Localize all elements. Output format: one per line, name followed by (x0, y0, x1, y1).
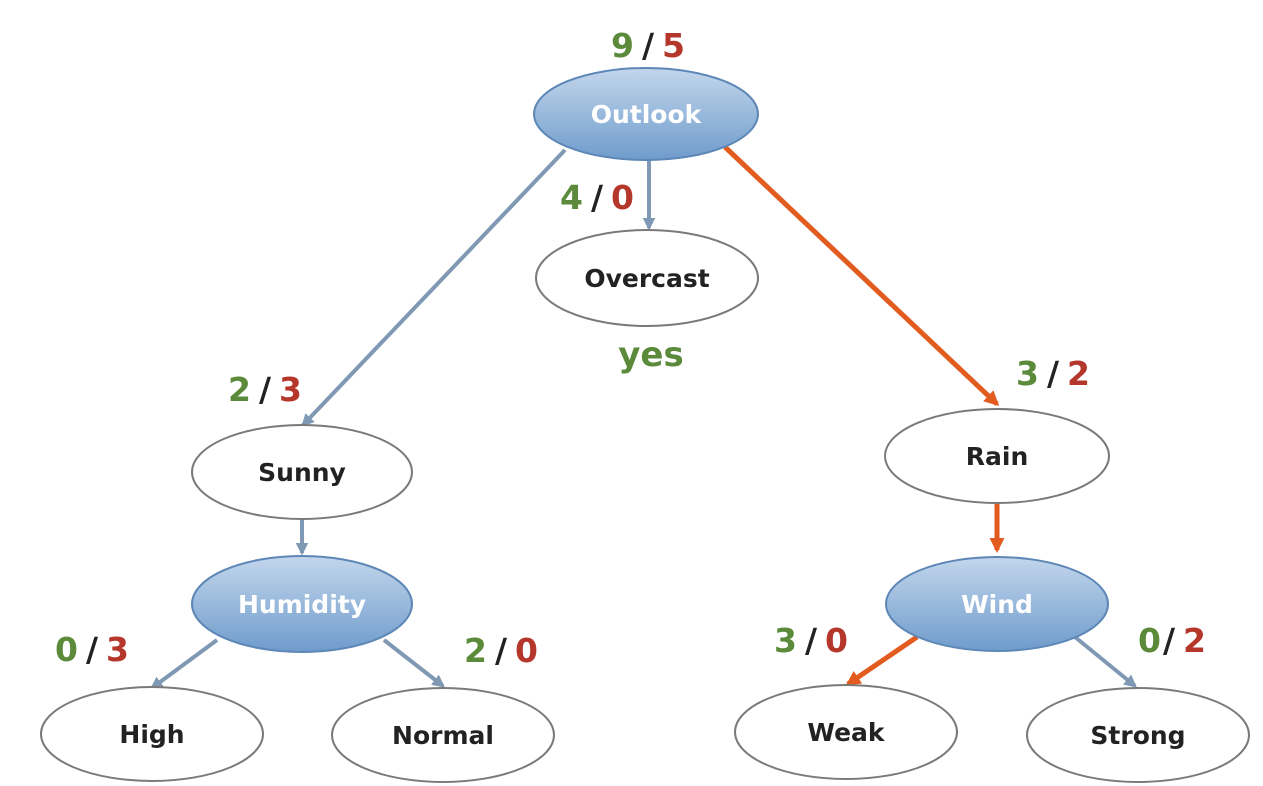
value-node-shape (535, 229, 759, 327)
count-high: 0/3 (55, 630, 129, 669)
node-normal: Normal (331, 687, 555, 783)
count-positive: 0 (1138, 621, 1161, 660)
attribute-node-shape (885, 556, 1109, 652)
count-slash: / (642, 26, 655, 65)
node-label-rain: Rain (966, 442, 1029, 471)
value-node-shape (191, 424, 413, 520)
count-overcast: 4/0 (560, 178, 634, 217)
count-slash: / (495, 631, 508, 670)
value-node-shape (884, 408, 1110, 504)
count-rain: 3/2 (1016, 354, 1090, 393)
count-positive: 3 (1016, 354, 1039, 393)
edge-outlook-sunny (301, 148, 567, 427)
count-positive: 9 (611, 26, 634, 65)
count-positive: 3 (774, 621, 797, 660)
edge-wind-weak (845, 634, 919, 687)
node-overcast: Overcast (535, 229, 759, 327)
node-sunny: Sunny (191, 424, 413, 520)
edge-humidity-high (149, 638, 219, 690)
count-slash: / (591, 178, 604, 217)
node-label-outlook: Outlook (591, 100, 703, 129)
count-negative: 5 (662, 26, 685, 65)
count-negative: 3 (106, 630, 129, 669)
count-negative: 2 (1067, 354, 1090, 393)
count-slash: / (1163, 621, 1176, 660)
node-label-normal: Normal (392, 721, 494, 750)
node-wind: Wind (885, 556, 1109, 652)
node-outlook: Outlook (533, 67, 759, 161)
attribute-node-shape (191, 555, 413, 653)
node-label-high: High (119, 720, 184, 749)
count-negative: 0 (611, 178, 634, 217)
node-rain: Rain (884, 408, 1110, 504)
edges (149, 145, 1137, 690)
count-negative: 3 (279, 370, 302, 409)
count-sunny: 2/3 (228, 370, 302, 409)
edge-humidity-normal (382, 638, 446, 688)
node-label-humidity: Humidity (238, 590, 366, 619)
count-negative: 0 (515, 631, 538, 670)
count-positive: 4 (560, 178, 583, 217)
count-weak: 3/0 (774, 621, 848, 660)
node-high: High (40, 686, 264, 782)
count-normal: 2/0 (464, 631, 538, 670)
node-weak: Weak (734, 684, 958, 780)
value-node-shape (331, 687, 555, 783)
count-positive: 2 (228, 370, 251, 409)
count-slash: / (805, 621, 818, 660)
count-negative: 2 (1183, 621, 1206, 660)
edge-outlook-rain (723, 145, 1000, 407)
attribute-node-shape (533, 67, 759, 161)
count-slash: / (86, 630, 99, 669)
count-positive: 2 (464, 631, 487, 670)
value-node-shape (734, 684, 958, 780)
count-outlook: 9/5 (611, 26, 685, 65)
value-node-shape (1026, 687, 1250, 783)
node-strong: Strong (1026, 687, 1250, 783)
count-strong: 0/2 (1138, 621, 1206, 660)
node-label-wind: Wind (961, 590, 1033, 619)
node-label-strong: Strong (1090, 721, 1185, 750)
edge-wind-strong (1073, 635, 1137, 688)
outcome-overcast: yes (618, 335, 683, 375)
count-slash: / (259, 370, 272, 409)
node-label-sunny: Sunny (258, 458, 346, 487)
node-label-weak: Weak (807, 718, 886, 747)
value-node-shape (40, 686, 264, 782)
count-slash: / (1047, 354, 1060, 393)
node-label-overcast: Overcast (584, 264, 709, 293)
node-humidity: Humidity (191, 555, 413, 653)
count-positive: 0 (55, 630, 78, 669)
count-negative: 0 (825, 621, 848, 660)
